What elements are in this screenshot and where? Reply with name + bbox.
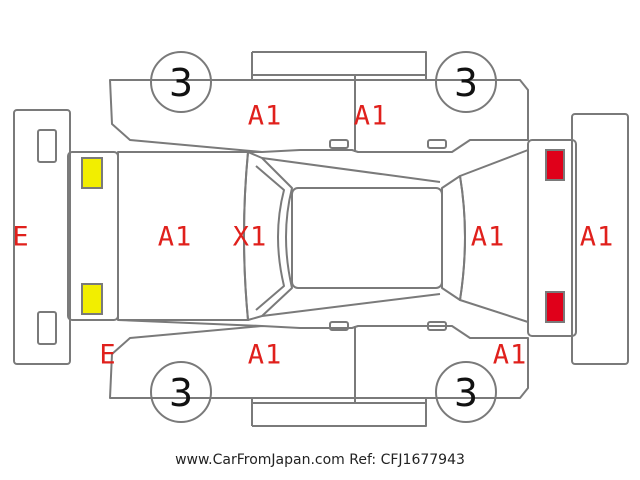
- label-front-bumper: E: [12, 221, 30, 253]
- label-roof-right-door: A1: [353, 100, 389, 132]
- wheel-top-right: [435, 51, 497, 113]
- roof-side-top: [261, 157, 441, 183]
- body-bottom-edge: [117, 319, 263, 327]
- rear-bumper-outline: [571, 113, 629, 365]
- label-windshield: X1: [232, 221, 268, 253]
- front-marker-bottom: [81, 283, 103, 315]
- top-skirt: [251, 51, 427, 75]
- rear-marker-top: [545, 149, 565, 181]
- cabin-roof-outline: [291, 187, 443, 289]
- label-roof-left-door: A1: [247, 100, 283, 132]
- front-bumper-outline: [13, 109, 71, 365]
- wheel-number-rear-right: 3: [453, 371, 479, 415]
- bottom-handle-left: [329, 321, 349, 331]
- wheel-bottom-right: [435, 361, 497, 423]
- trunk-outline: [459, 149, 529, 323]
- top-handle-right: [427, 139, 447, 149]
- roof-side-bottom: [261, 293, 441, 317]
- wheel-number-front-right: 3: [453, 61, 479, 105]
- reference-footer: www.CarFromJapan.com Ref: CFJ1677943: [175, 452, 465, 468]
- label-front-corner: E: [99, 339, 117, 371]
- wheel-bottom-left: [150, 361, 212, 423]
- bottom-skirt: [251, 403, 427, 427]
- label-trunk: A1: [470, 221, 506, 253]
- label-hood: A1: [157, 221, 193, 253]
- front-bumper-slot-top: [37, 129, 57, 163]
- front-marker-top: [81, 157, 103, 189]
- wheel-number-front-left: 3: [168, 61, 194, 105]
- front-bumper-slot-bottom: [37, 311, 57, 345]
- rear-tail-outline: [527, 139, 577, 337]
- wheel-top-left: [150, 51, 212, 113]
- label-rear-corner: A1: [492, 339, 528, 371]
- bottom-handle-right: [427, 321, 447, 331]
- windshield-inner: [255, 165, 285, 311]
- label-bottom-door: A1: [247, 339, 283, 371]
- top-handle-left: [329, 139, 349, 149]
- wheel-number-rear-left: 3: [168, 371, 194, 415]
- label-rear-bumper: A1: [579, 221, 615, 253]
- rear-marker-bottom: [545, 291, 565, 323]
